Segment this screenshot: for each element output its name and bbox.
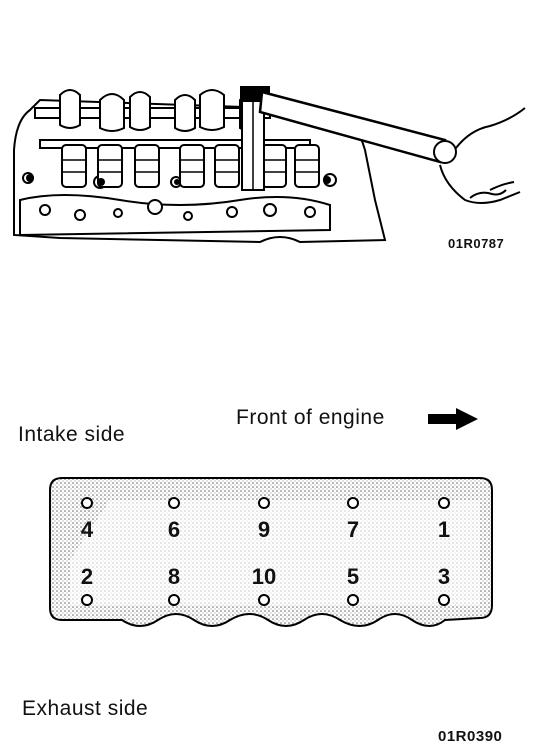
intake-side-label: Intake side — [18, 423, 126, 446]
bolt-number: 1 — [437, 517, 451, 542]
bottom-figure-ref-code: 01R0390 — [438, 728, 503, 745]
exhaust-side-label: Exhaust side — [22, 697, 149, 720]
bolt-number: 2 — [80, 564, 94, 589]
bolt-number: 9 — [257, 517, 271, 542]
bolt-number: 7 — [346, 517, 360, 542]
top-figure-ref-code: 01R0787 — [448, 236, 505, 251]
cylinder-head-drawing — [13, 86, 526, 244]
bolt-number: 10 — [251, 564, 277, 589]
head-bolt-diagram — [40, 470, 500, 640]
bolt-number: 8 — [167, 564, 181, 589]
bolt-number: 5 — [346, 564, 360, 589]
head-outline-shape — [49, 477, 493, 627]
engine-illustration — [0, 0, 544, 260]
front-of-engine-label: Front of engine — [236, 406, 385, 429]
bolt-number: 6 — [167, 517, 181, 542]
bolt-number: 4 — [80, 517, 94, 542]
arrow-right-icon — [428, 406, 480, 437]
bolt-number: 3 — [437, 564, 451, 589]
